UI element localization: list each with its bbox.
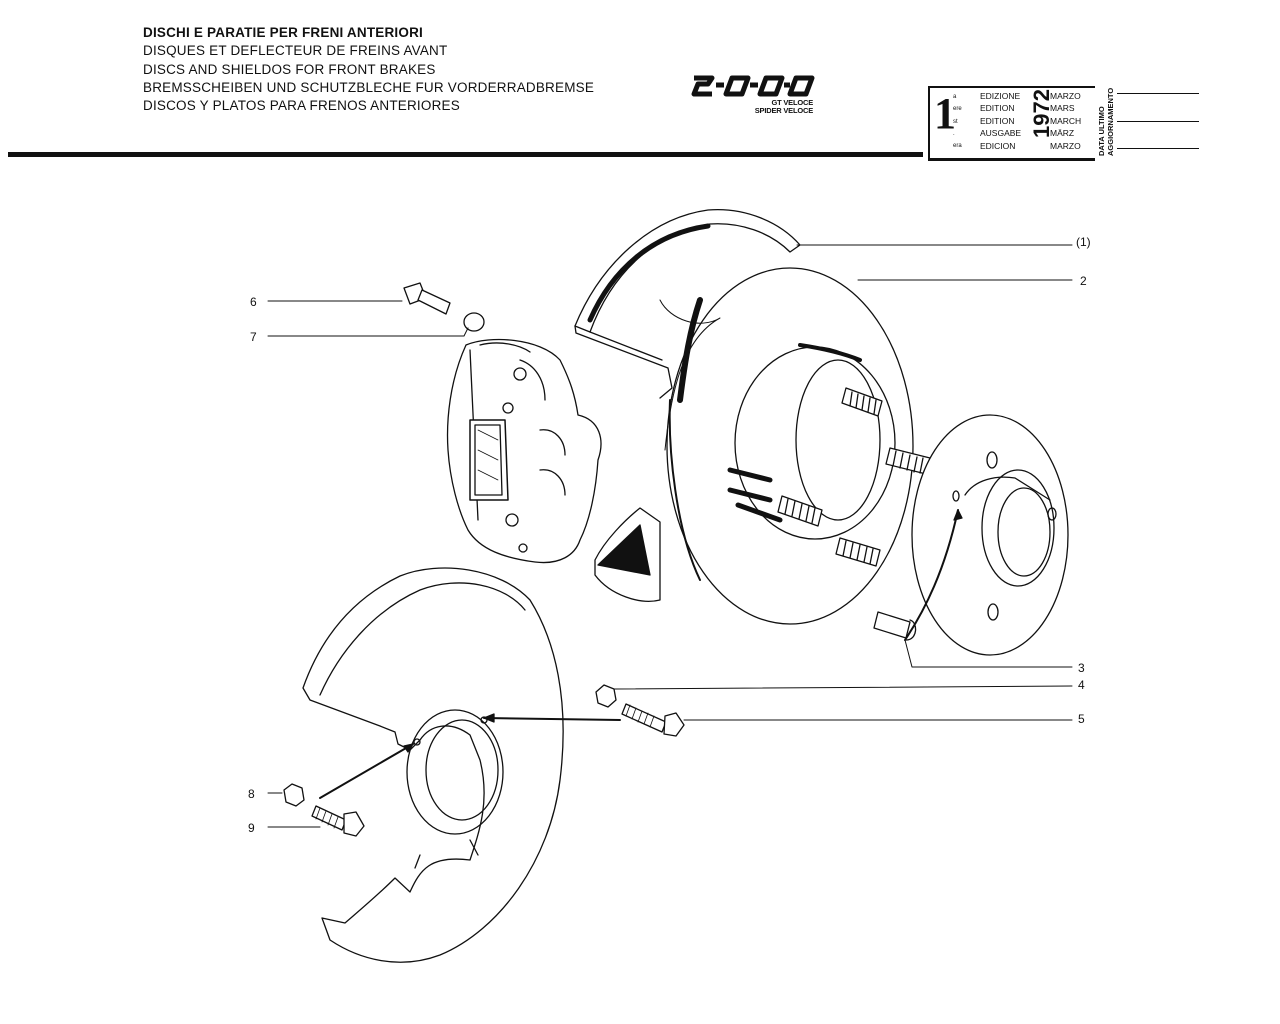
logo-subtitle-spider: SPIDER VELOCE xyxy=(754,106,813,115)
edition-month: MARCH xyxy=(1050,116,1082,126)
wheel-hub xyxy=(873,414,1069,656)
bolt xyxy=(311,743,414,837)
title-german: BREMSSCHEIBEN UND SCHUTZBLECHE FUR VORDE… xyxy=(143,79,595,95)
callout-9: 9 xyxy=(248,821,255,835)
edition-label: EDICION xyxy=(980,141,1016,151)
callout-3: 3 xyxy=(1078,661,1085,675)
edition-label: EDITION xyxy=(980,116,1015,126)
brake-caliper xyxy=(446,338,602,564)
title-block: DISCHI E PARATIE PER FRENI ANTERIORI DIS… xyxy=(143,24,594,115)
edition-month: MARZO xyxy=(1050,91,1081,101)
title-spanish: DISCOS Y PLATOS PARA FRENOS ANTERIORES xyxy=(143,98,460,114)
callout-2: 2 xyxy=(1080,274,1087,288)
callout-6: 6 xyxy=(250,295,257,309)
edition-month: MARZO xyxy=(1050,141,1081,151)
bolt xyxy=(483,703,685,737)
header-rule xyxy=(8,152,923,157)
edition-month: MÄRZ xyxy=(1050,128,1075,138)
update-entry-line xyxy=(1117,121,1199,122)
brake-shield-upper xyxy=(574,208,801,399)
edition-suffix: a xyxy=(953,94,957,100)
brake-disc xyxy=(594,267,914,625)
edition-label: EDITION xyxy=(980,103,1015,113)
model-logo: GT VELOCE SPIDER VELOCE xyxy=(690,72,815,117)
callout-8: 8 xyxy=(248,787,255,801)
wheel-stud xyxy=(777,495,823,527)
nut xyxy=(463,312,485,332)
edition-number: 1 xyxy=(934,89,956,138)
title-italian: DISCHI E PARATIE PER FRENI ANTERIORI xyxy=(143,25,423,40)
edition-suffix: ere xyxy=(953,106,962,112)
update-entry-line xyxy=(1117,93,1199,94)
wheel-stud xyxy=(835,537,881,567)
callout-5: 5 xyxy=(1078,712,1085,726)
edition-label: EDIZIONE xyxy=(980,91,1021,101)
callout-1: (1) xyxy=(1076,235,1091,249)
callout-7: 7 xyxy=(250,330,257,344)
nut xyxy=(595,684,617,708)
nut xyxy=(283,783,305,807)
logo-subtitle-gt: GT VELOCE xyxy=(771,98,813,107)
title-french: DISQUES ET DEFLECTEUR DE FREINS AVANT xyxy=(143,43,448,59)
edition-box: 1 a ere st . era EDIZIONE EDITION EDITIO… xyxy=(928,86,1095,161)
wheel-stud xyxy=(841,387,883,417)
edition-suffix: . xyxy=(953,131,955,137)
wheel-studs xyxy=(777,387,931,567)
title-english: DISCS AND SHIELDOS FOR FRONT BRAKES xyxy=(143,61,436,77)
callout-labels: (1) 2 3 4 5 6 7 8 9 xyxy=(248,235,1091,835)
callout-4: 4 xyxy=(1078,678,1085,692)
brake-shield-lower xyxy=(302,567,564,963)
update-entry-line xyxy=(1117,148,1199,149)
edition-suffix: era xyxy=(953,143,962,149)
edition-label: AUSGABE xyxy=(980,128,1022,138)
logo-wordmark-2000 xyxy=(691,75,815,97)
edition-month: MARS xyxy=(1050,103,1075,113)
bolt xyxy=(403,282,451,315)
edition-suffix: st xyxy=(953,119,958,125)
leader-lines xyxy=(267,244,1073,828)
